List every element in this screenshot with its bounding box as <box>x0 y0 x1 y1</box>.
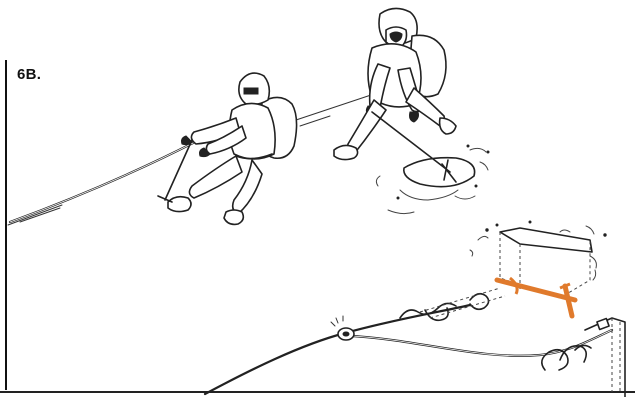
crevasse-edge <box>585 318 625 397</box>
climber-pulling <box>158 73 297 224</box>
ice-axe-anchor <box>497 278 575 316</box>
snow-anchor-trench <box>470 221 606 298</box>
snow-slope-lines <box>8 92 380 225</box>
snow-pit <box>376 145 489 214</box>
climber-digging <box>334 8 456 182</box>
rope-loops-right <box>542 345 591 370</box>
rescue-rope-lower <box>205 305 612 394</box>
haul-rope-left <box>10 142 195 222</box>
